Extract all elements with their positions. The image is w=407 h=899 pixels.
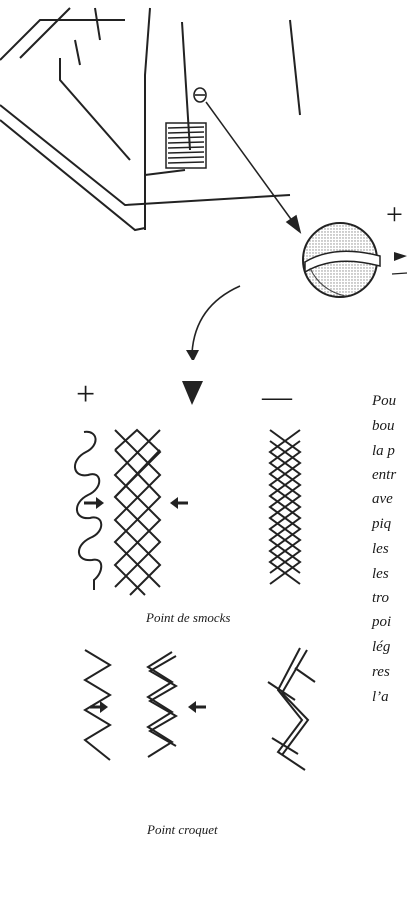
body-text: Pou bou la p entr ave piq les les tro po… (372, 392, 396, 713)
screw-icon (193, 87, 207, 103)
croquet-stitch-plus (83, 649, 112, 761)
body-line: bou (372, 418, 395, 434)
body-line: piq (372, 516, 392, 532)
dial-icon (302, 222, 381, 298)
body-line: les (372, 566, 389, 582)
caption-smocks: Point de smocks (146, 610, 231, 625)
body-line: la p (372, 443, 395, 459)
body-line: entr (372, 467, 397, 483)
body-line: res (372, 664, 390, 680)
smocks-stitch-plus (74, 430, 103, 590)
legend-marker-icon (182, 381, 203, 405)
caption-croquet: Point croquet (147, 822, 218, 837)
curved-arrow-icon (191, 285, 241, 354)
smocks-arrow-right-head (96, 497, 104, 509)
smocks-stitch-minus (268, 429, 302, 585)
croquet-stitch-minus (267, 647, 316, 771)
dial-plus-sign: + (386, 198, 403, 231)
body-line: poi (372, 614, 392, 630)
machine-illustration (0, 7, 407, 360)
smocks-arrow-left-head (170, 497, 178, 509)
legend-minus-sign: — (262, 380, 292, 413)
legend-plus-sign: + (76, 376, 96, 413)
machine-base (0, 7, 301, 232)
body-line: les (372, 541, 389, 557)
smocks-stitch-center (113, 428, 162, 596)
body-line: tro (372, 590, 389, 606)
croquet-arrow-right-head (100, 701, 108, 713)
croquet-arrow-left-head (188, 701, 196, 713)
body-line: lég (372, 639, 391, 655)
vent-grille (165, 122, 207, 169)
croquet-stitch-center (146, 651, 179, 758)
dial-tick (391, 272, 407, 275)
dial-pointer-icon (394, 252, 407, 261)
body-line: Pou (372, 393, 397, 409)
pointer-arrow (205, 101, 302, 234)
body-line: ave (372, 491, 393, 507)
curved-arrow-head (186, 350, 199, 360)
body-line: l’a (372, 689, 389, 705)
